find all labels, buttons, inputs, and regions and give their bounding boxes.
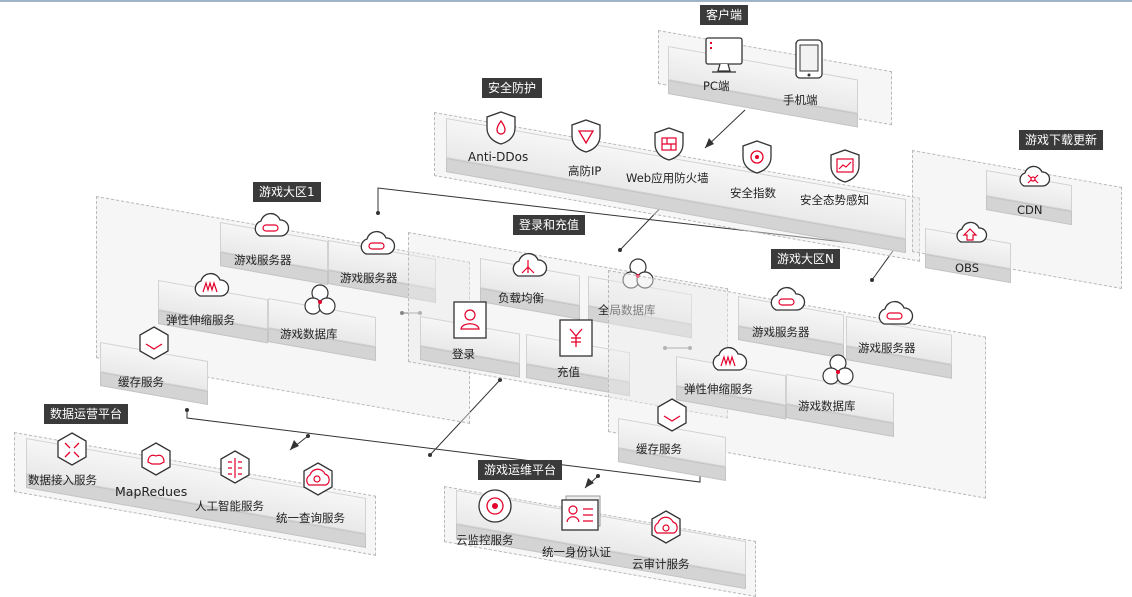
global-database-icon: [618, 256, 658, 296]
game-database-icon: [818, 352, 858, 392]
game-server-icon: [250, 208, 290, 244]
game-server-icon: [766, 282, 806, 318]
situation-awareness-icon: [827, 148, 863, 184]
download-label-obs: OBS: [955, 261, 980, 275]
load-balancer-icon: [508, 248, 548, 284]
identity-auth-icon: [560, 494, 604, 534]
cloud-monitor-icon: [475, 486, 515, 526]
ops-label-monitor: 云监控服务: [456, 533, 514, 547]
client-label-pc: PC端: [703, 79, 730, 93]
cache-service-icon: [652, 396, 692, 436]
game-server-icon: [356, 226, 396, 262]
group-title-client: 客户端: [700, 5, 749, 25]
waf-icon: [651, 126, 687, 162]
ops-label-identity: 统一身份认证: [542, 545, 611, 559]
group-title-dataops: 数据运营平台: [44, 404, 129, 424]
data-ingestion-icon: [52, 430, 92, 470]
group-title-zone1: 游戏大区1: [253, 182, 321, 202]
cloud-audit-icon: [646, 508, 686, 548]
zoneN-label-db: 游戏数据库: [798, 399, 856, 413]
zoneN-label-server1: 游戏服务器: [752, 325, 810, 339]
login-label-globaldb: 全局数据库: [598, 303, 656, 317]
group-title-ops: 游戏运维平台: [478, 460, 563, 480]
login-label-login: 登录: [452, 347, 475, 361]
game-server-icon: [874, 296, 914, 332]
recharge-icon: [556, 318, 596, 358]
pc-icon: [702, 36, 746, 76]
zone1-label-cache: 缓存服务: [118, 375, 164, 389]
phone-icon: [793, 38, 825, 82]
zoneN-label-scaling: 弹性伸缩服务: [684, 382, 753, 396]
group-title-download: 游戏下载更新: [1019, 130, 1104, 150]
dataops-label-query: 统一查询服务: [276, 511, 345, 525]
cdn-icon: [1015, 160, 1051, 196]
download-label-cdn: CDN: [1017, 203, 1043, 217]
zone1-label-server2: 游戏服务器: [340, 271, 398, 285]
login-label-lb: 负载均衡: [498, 291, 544, 305]
mapreduce-icon: [136, 440, 176, 480]
group-title-login: 登录和充值: [513, 215, 586, 235]
zoneN-label-cache: 缓存服务: [636, 442, 682, 456]
dataops-label-ai: 人工智能服务: [195, 499, 264, 513]
anti-ddos-icon: [483, 110, 519, 146]
security-label-situation: 安全态势感知: [800, 193, 869, 207]
game-database-icon: [300, 282, 340, 322]
top-border: [0, 0, 1132, 2]
login-label-recharge: 充值: [557, 365, 580, 379]
zone1-label-scaling: 弹性伸缩服务: [166, 313, 235, 327]
client-label-phone: 手机端: [783, 93, 818, 107]
security-label-waf: Web应用防火墙: [626, 171, 709, 185]
group-title-zoneN: 游戏大区N: [771, 249, 840, 269]
auto-scaling-icon: [190, 268, 230, 304]
security-label-antiddos: Anti-DDos: [468, 150, 529, 164]
unified-query-icon: [298, 460, 338, 500]
security-label-index: 安全指数: [730, 186, 776, 200]
security-label-highip: 高防IP: [568, 164, 602, 178]
cache-service-icon: [134, 324, 174, 364]
ai-service-icon: [215, 448, 255, 488]
high-defense-ip-icon: [568, 118, 604, 154]
ops-label-audit: 云审计服务: [632, 557, 690, 571]
security-index-icon: [739, 139, 775, 175]
login-icon: [450, 300, 490, 340]
auto-scaling-icon: [708, 342, 748, 378]
group-title-security: 安全防护: [482, 78, 543, 98]
dataops-label-mapreduce: MapRedues: [115, 484, 188, 499]
obs-icon: [952, 216, 988, 252]
dataops-label-ingest: 数据接入服务: [28, 473, 97, 487]
zone1-label-db: 游戏数据库: [280, 327, 338, 341]
zoneN-label-server2: 游戏服务器: [858, 341, 916, 355]
zone1-label-server1: 游戏服务器: [234, 253, 292, 267]
